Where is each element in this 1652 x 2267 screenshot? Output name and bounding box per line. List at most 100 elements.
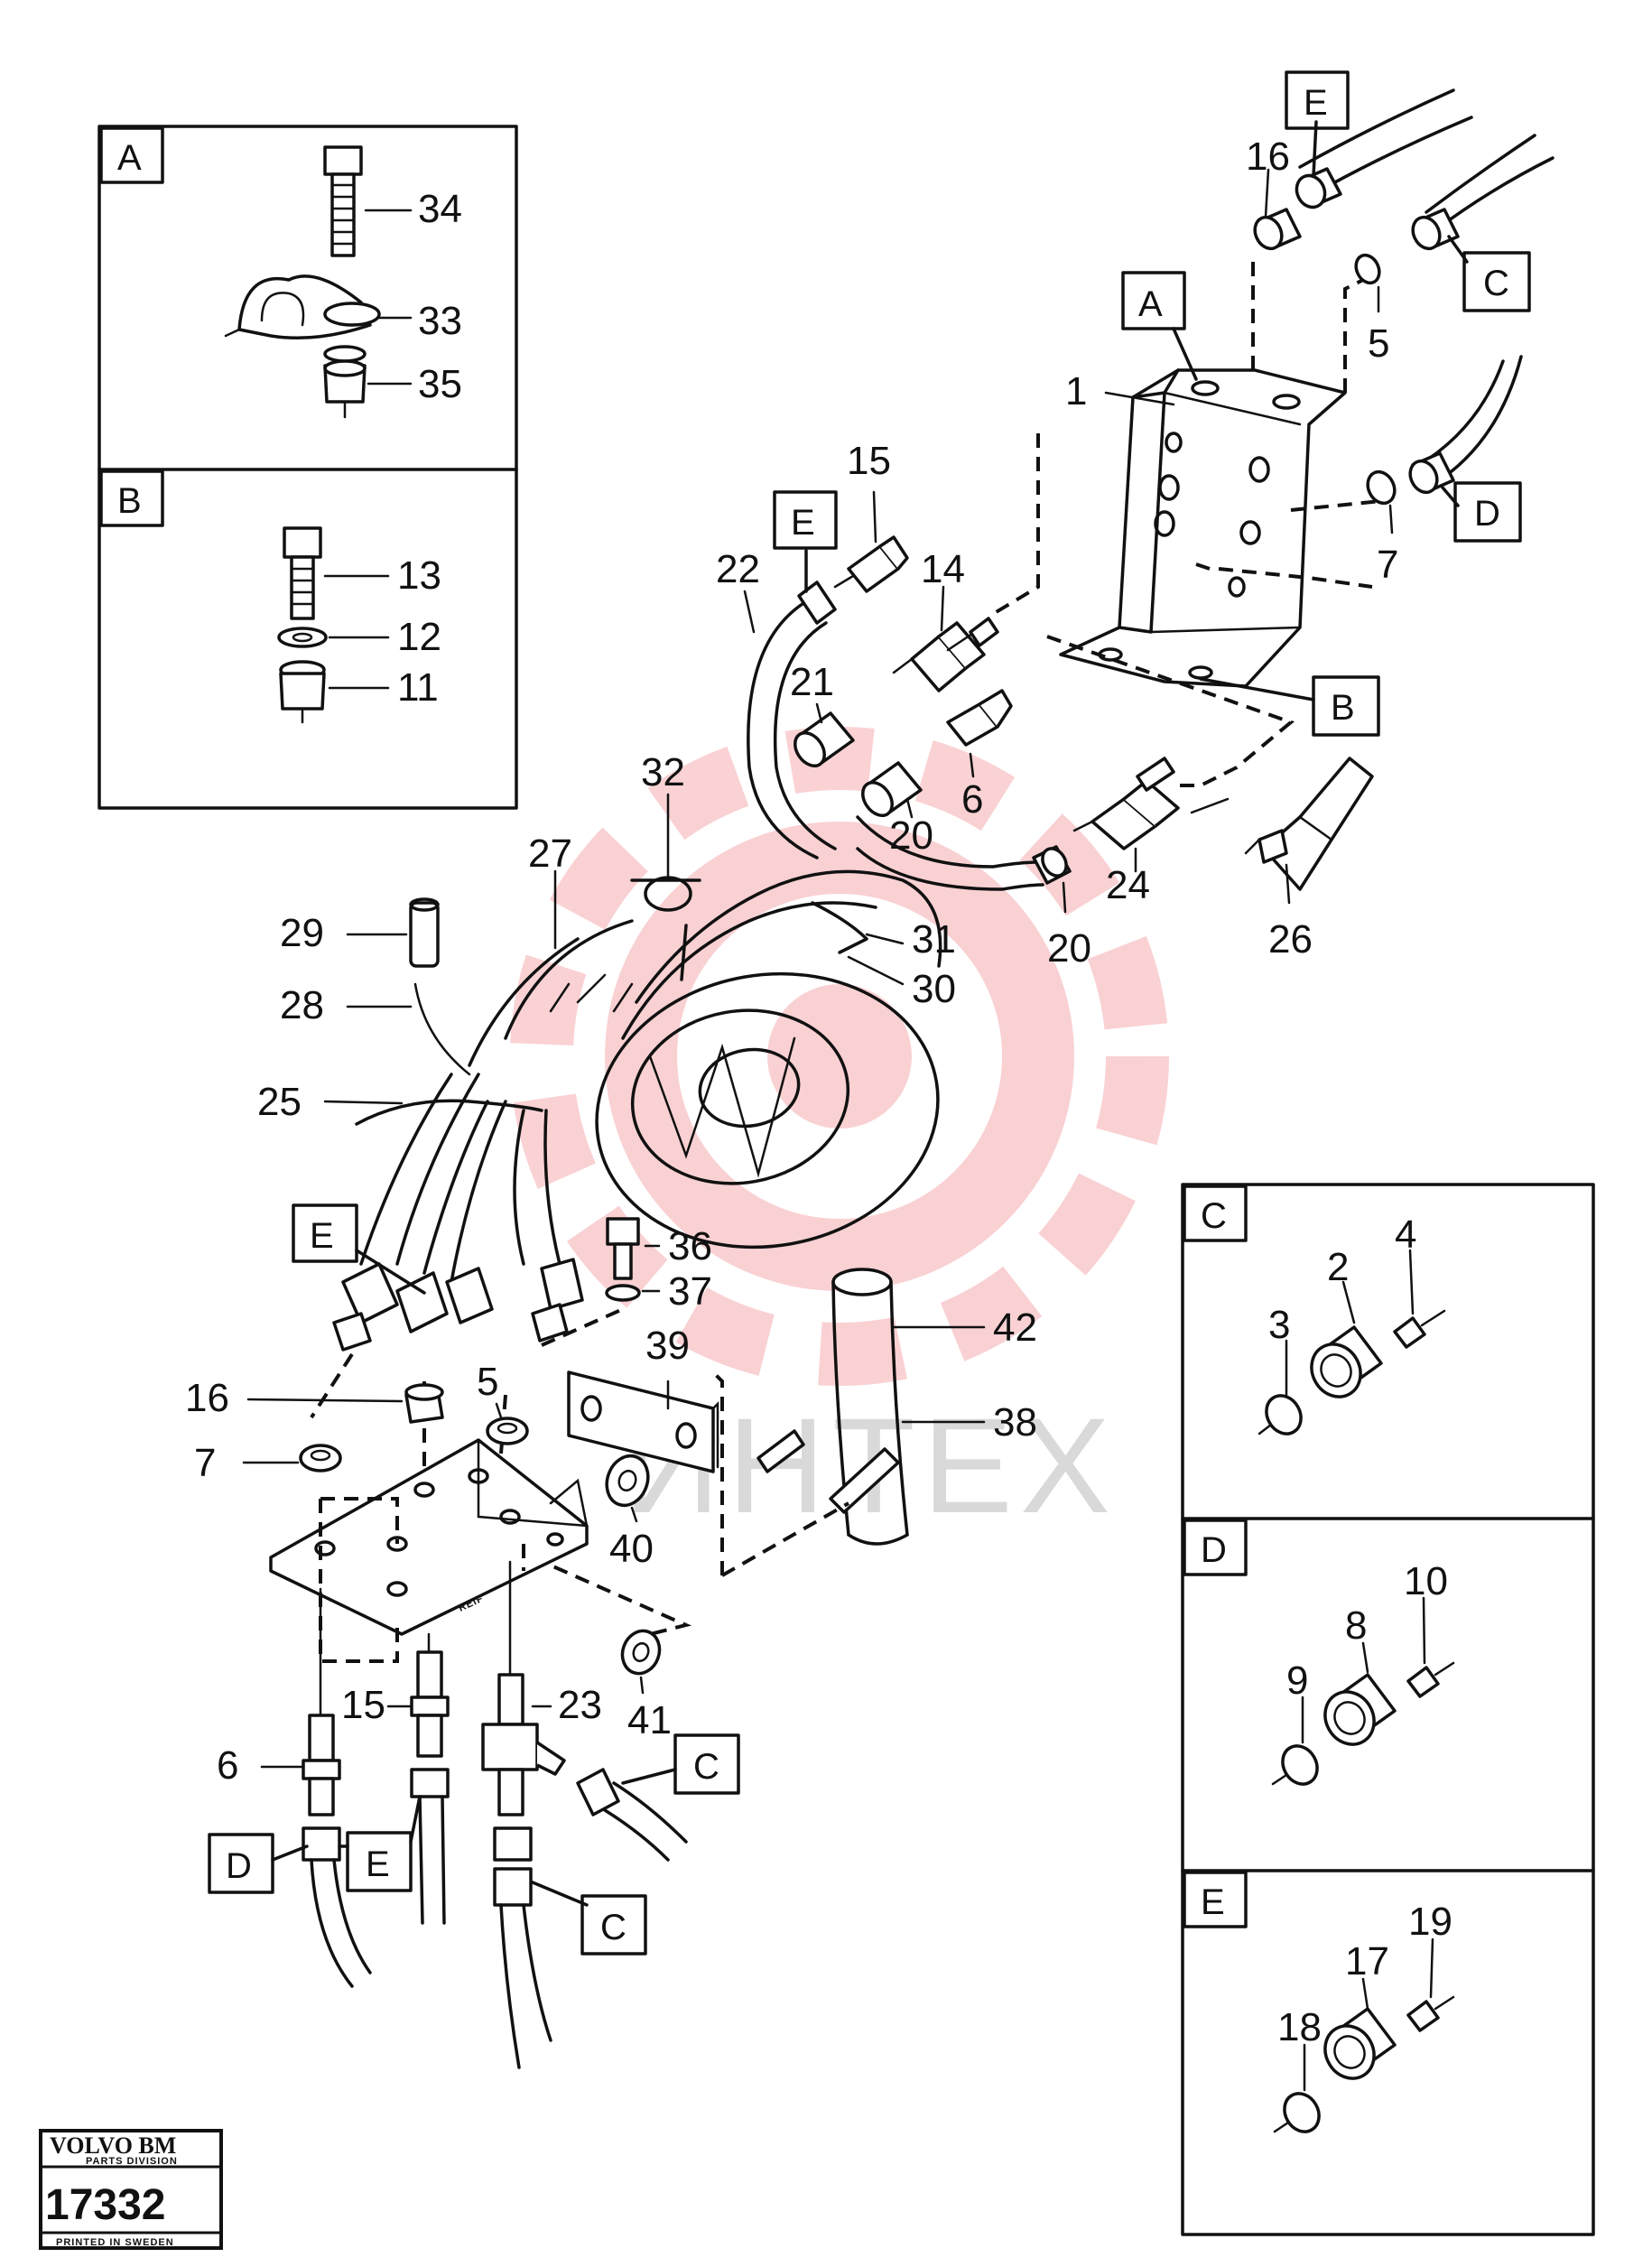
nipple-icon xyxy=(1393,1309,1446,1349)
panel-a-label: A xyxy=(117,138,142,178)
nut-icon xyxy=(493,1826,533,1907)
lower-bracket xyxy=(269,1438,589,1636)
sleeve-icon xyxy=(409,897,440,968)
tee-fitting-icon xyxy=(481,1673,566,1816)
callout-13: 13 xyxy=(397,553,441,598)
callout-7-top: 7 xyxy=(1377,543,1398,587)
nut-icon xyxy=(605,1454,650,1508)
callout-14: 14 xyxy=(921,547,965,591)
nut-icon xyxy=(1408,451,1455,495)
nipple-icon xyxy=(833,535,909,593)
washer-icon xyxy=(277,627,328,648)
olive-ring-icon xyxy=(1271,1744,1319,1786)
nut-icon xyxy=(410,1768,450,1798)
callout-30: 30 xyxy=(912,967,956,1011)
breather-hose xyxy=(831,1268,909,1546)
nut-icon xyxy=(323,345,367,419)
callout-21: 21 xyxy=(790,660,834,704)
nut-icon xyxy=(1411,208,1460,251)
callout-2: 2 xyxy=(1327,1245,1349,1289)
callout-12: 12 xyxy=(397,615,441,659)
tee-fitting-icon xyxy=(892,617,999,692)
callout-34: 34 xyxy=(418,187,462,231)
hose-end-icon xyxy=(576,1768,620,1816)
nut-icon xyxy=(302,1826,341,1862)
nipple-icon xyxy=(410,1650,450,1758)
hose-bundle xyxy=(359,1073,561,1284)
tag-d-top: D xyxy=(1474,494,1500,534)
nut-icon xyxy=(1354,253,1381,285)
callout-32: 32 xyxy=(641,750,685,794)
callout-20-right: 20 xyxy=(1047,926,1091,971)
hose-end-icon xyxy=(531,1258,584,1343)
callout-26: 26 xyxy=(1268,917,1313,962)
nut-icon xyxy=(1295,167,1342,209)
nipple-icon xyxy=(1406,1661,1455,1698)
stamp-printed: PRINTED IN SWEDEN xyxy=(56,2237,174,2248)
detail-panel-ab: A 34 33 35 B xyxy=(97,125,518,810)
stamp-division: PARTS DIVISION xyxy=(86,2156,178,2167)
hose-coil xyxy=(468,869,942,1250)
nut-icon xyxy=(279,660,326,724)
tag-b: B xyxy=(1331,688,1355,728)
callout-24: 24 xyxy=(1106,863,1150,907)
callout-20-left: 20 xyxy=(889,813,933,858)
washer-icon xyxy=(605,1284,641,1302)
nipple-icon xyxy=(756,1429,900,1514)
callout-35: 35 xyxy=(418,362,462,406)
callout-6-lower: 6 xyxy=(217,1743,238,1788)
hose-end-icon xyxy=(861,761,923,817)
callout-19: 19 xyxy=(1408,1900,1452,1944)
callout-39: 39 xyxy=(645,1324,690,1368)
bolt-icon xyxy=(606,1217,640,1280)
hose-end-icon xyxy=(395,1271,449,1333)
panel-e-label: E xyxy=(1201,1882,1225,1922)
hose-clamp-icon xyxy=(224,274,381,340)
callout-27: 27 xyxy=(528,832,572,876)
olive-ring-icon xyxy=(1273,2092,1321,2133)
tag-e-top: E xyxy=(1304,83,1328,123)
callout-9: 9 xyxy=(1286,1658,1308,1703)
callout-18: 18 xyxy=(1277,2005,1322,2049)
callout-29: 29 xyxy=(280,911,324,955)
callout-17: 17 xyxy=(1345,1939,1389,1984)
hose-end-icon xyxy=(1032,845,1072,885)
nut-icon xyxy=(1366,469,1397,506)
nut-icon xyxy=(486,1417,529,1445)
tee-fitting-icon xyxy=(1072,757,1180,850)
nipple-icon xyxy=(1406,1995,1455,2032)
drain-tap-icon xyxy=(1244,757,1374,891)
callout-40: 40 xyxy=(609,1527,654,1571)
coupling-nut-icon xyxy=(1310,1325,1383,1398)
callout-11: 11 xyxy=(397,665,439,710)
nut-icon xyxy=(1253,208,1302,251)
coupling-nut-icon xyxy=(1323,1673,1397,1746)
callout-16-lower: 16 xyxy=(185,1376,229,1420)
panel-b-label: B xyxy=(117,481,142,521)
detail-panel-cde: C 2 4 3 D xyxy=(1181,1183,1595,2236)
callout-15-top: 15 xyxy=(847,439,891,483)
tag-c-lower: C xyxy=(600,1908,626,1947)
stamp-number: 17332 xyxy=(45,2181,165,2229)
tag-c-top: C xyxy=(1483,264,1509,303)
olive-ring-icon xyxy=(1258,1394,1303,1435)
callout-37: 37 xyxy=(668,1269,712,1314)
hose-end-icon xyxy=(445,1267,494,1324)
tag-c-lower-right: C xyxy=(693,1747,719,1787)
nut-icon xyxy=(404,1383,444,1424)
callout-15-lower: 15 xyxy=(341,1683,385,1727)
callout-16-top: 16 xyxy=(1246,135,1290,179)
bolt-icon xyxy=(323,145,363,257)
callout-25: 25 xyxy=(257,1080,302,1124)
callout-8: 8 xyxy=(1345,1603,1367,1648)
hose-clip-icon xyxy=(630,876,701,912)
panel-c-label: C xyxy=(1201,1196,1227,1236)
callout-6-mid: 6 xyxy=(961,777,983,822)
callout-31: 31 xyxy=(912,917,956,962)
nut-icon xyxy=(797,581,837,625)
callout-28: 28 xyxy=(280,983,324,1027)
callout-10: 10 xyxy=(1404,1559,1448,1603)
callout-22: 22 xyxy=(716,547,760,591)
callout-41: 41 xyxy=(627,1698,672,1742)
